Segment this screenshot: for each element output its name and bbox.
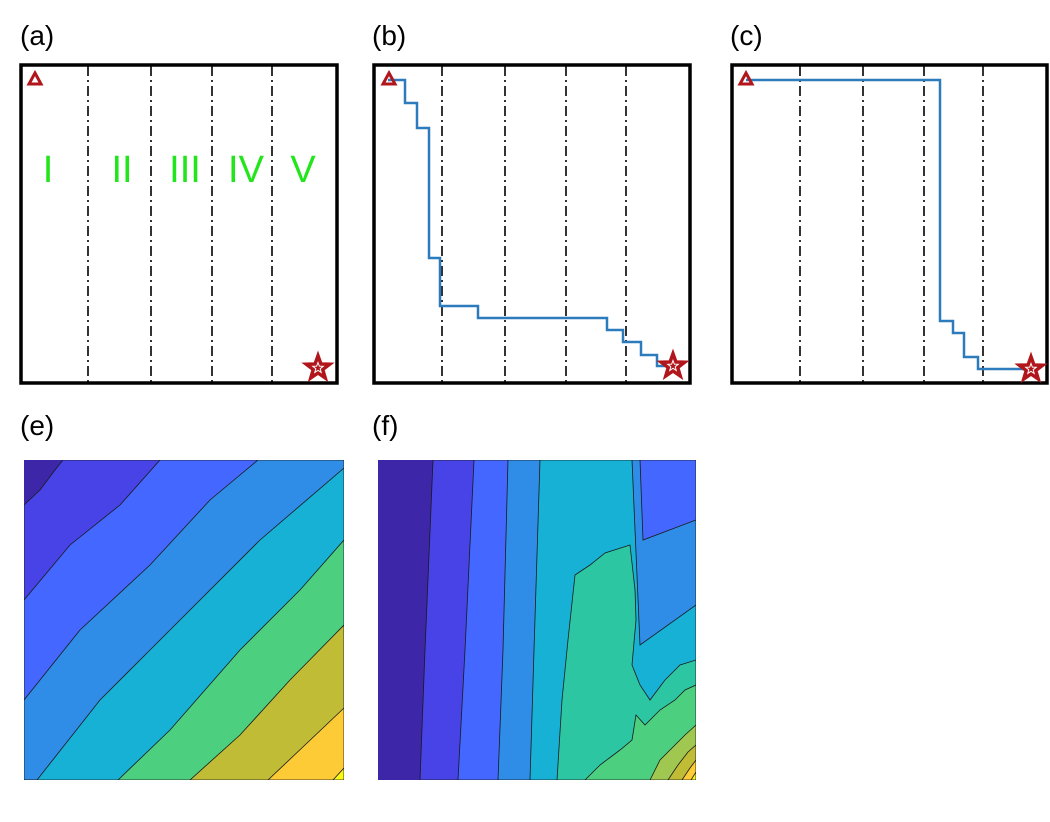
frame-b <box>372 63 692 385</box>
contour-band <box>189 624 344 780</box>
contour-band <box>639 460 696 541</box>
zone-label-3: III <box>169 149 201 191</box>
contour-map-e <box>24 460 344 780</box>
star-shape <box>656 348 690 381</box>
triangle-icon <box>737 69 755 86</box>
star-shape <box>301 350 335 383</box>
contour-map-f <box>378 460 696 780</box>
contour-band <box>681 759 696 780</box>
frame-a <box>19 63 339 385</box>
zone-label-5: V <box>290 149 316 191</box>
zone-dividers-c <box>799 66 984 382</box>
panel-label-e: (e) <box>20 410 54 441</box>
zone-label-2: II <box>111 149 132 191</box>
panel-label-b: (b) <box>372 20 406 51</box>
panel-label-f: (f) <box>372 410 398 441</box>
panel-label-a: (a) <box>20 20 54 51</box>
zone-dividers-b <box>441 66 627 382</box>
zone-dividers-a <box>87 66 273 382</box>
contour-band <box>267 707 344 780</box>
contour-band <box>332 767 344 780</box>
contour-band <box>690 771 696 780</box>
zone-label-4: IV <box>228 149 265 191</box>
star-shape <box>1014 351 1048 384</box>
star-icon <box>301 350 335 383</box>
panel-b: (b) <box>372 20 692 385</box>
star-inner-outline <box>311 361 325 374</box>
route-path-c <box>746 78 1031 371</box>
star-icon <box>656 348 690 381</box>
star-inner-outline <box>666 359 680 372</box>
frame-c <box>730 63 1049 385</box>
star-icon <box>1014 351 1048 384</box>
zone-label-1: I <box>43 149 54 191</box>
panel-c: (c) <box>730 20 1049 385</box>
star-inner-outline <box>1024 362 1038 375</box>
route-path-b <box>388 78 673 368</box>
panel-f: (f) <box>372 410 696 780</box>
panel-label-c: (c) <box>730 20 763 51</box>
triangle-icon <box>26 69 44 86</box>
triangle-icon <box>380 69 398 86</box>
panel-e: (e) <box>20 410 344 780</box>
panel-a: (a) I II III IV V <box>19 20 339 385</box>
